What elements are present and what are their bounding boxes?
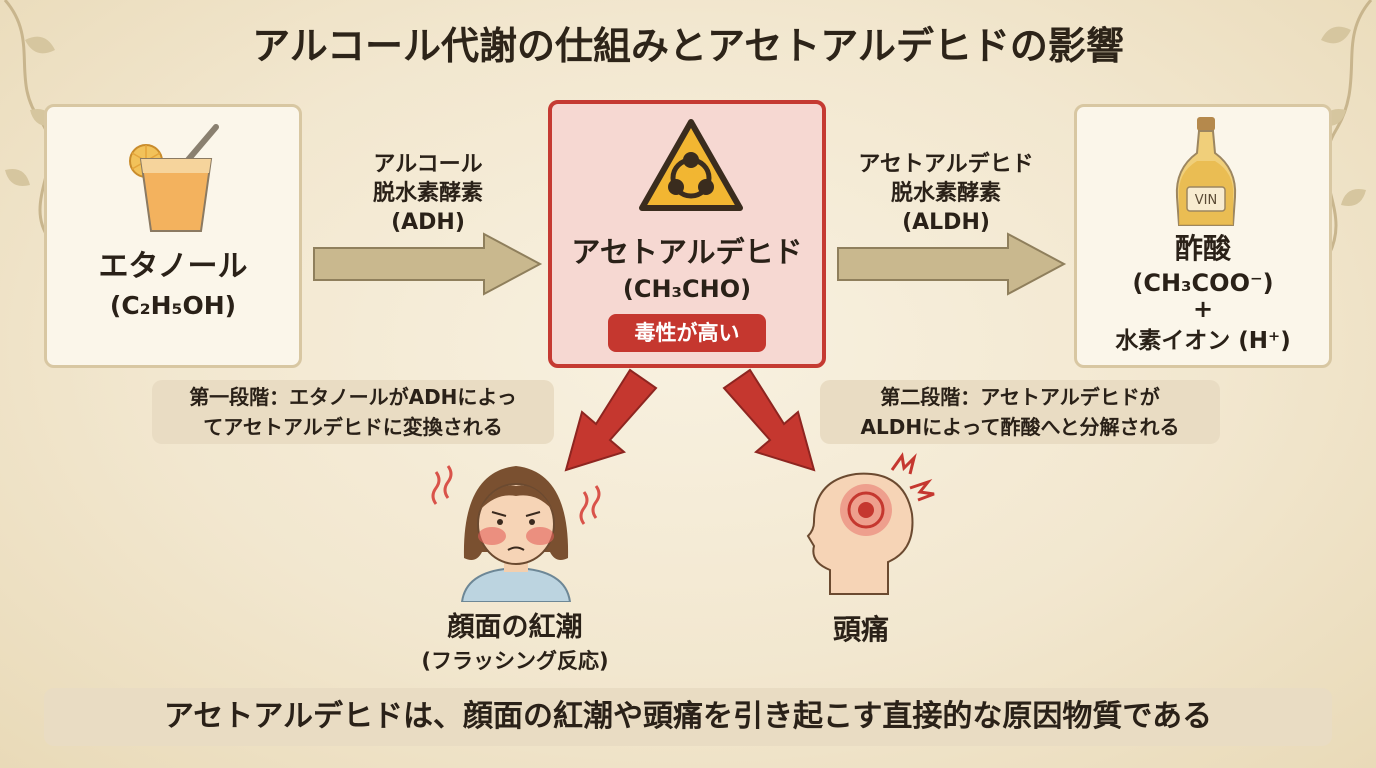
acetaldehyde-card: アセトアルデヒド (CH₃CHO) 毒性が高い [548,100,826,368]
acetic-acid-formula: (CH₃COO⁻) [1132,269,1274,297]
headache-name: 頭痛 [832,613,889,646]
headache-head-icon [806,452,935,595]
hydrogen-ion-label: 水素イオン (H⁺) [1115,328,1291,354]
flushing-subtitle: (フラッシング反応) [421,649,609,673]
acetaldehyde-formula: (CH₃CHO) [622,275,752,303]
vinegar-bottle-label: VIN [1195,193,1217,208]
ethanol-name: エタノール [98,249,248,284]
arrow-to-flushing [564,368,658,472]
adh-arrow [313,232,543,296]
juice-glass-icon [129,124,219,232]
summary-banner: アセトアルデヒドは、顔面の紅潮や頭痛を引き起こす直接的な原因物質である [44,688,1332,746]
biohazard-icon [639,119,743,211]
stage-two-note: 第二段階：アセトアルデヒドが ALDHによって酢酸へと分解される [820,380,1220,444]
aldh-arrow [837,232,1067,296]
aldh-enzyme-label: アセトアルデヒド 脱水素酵素 (ALDH) [858,152,1034,235]
acetaldehyde-name: アセトアルデヒド [571,235,803,269]
flushing-name: 顔面の紅潮 [447,612,583,643]
vinegar-bottle-icon: VIN [1175,117,1237,226]
acetic-acid-card: VIN 酢酸 (CH₃COO⁻) + 水素イオン (H⁺) [1074,104,1332,368]
flushed-face-icon [431,465,601,602]
arrow-to-headache [722,368,816,472]
adh-enzyme-label: アルコール 脱水素酵素 (ADH) [372,152,483,235]
page-title: アルコール代謝の仕組みとアセトアルデヒドの影響 [252,24,1124,68]
plus-sign: + [1192,295,1214,323]
acetic-acid-name: 酢酸 [1174,232,1231,265]
stage-one-note: 第一段階：エタノールがADHによっ てアセトアルデヒドに変換される [152,380,554,444]
ethanol-formula: (C₂H₅OH) [109,291,237,320]
ethanol-card: エタノール (C₂H₅OH) [44,104,302,368]
toxicity-badge: 毒性が高い [608,314,766,352]
